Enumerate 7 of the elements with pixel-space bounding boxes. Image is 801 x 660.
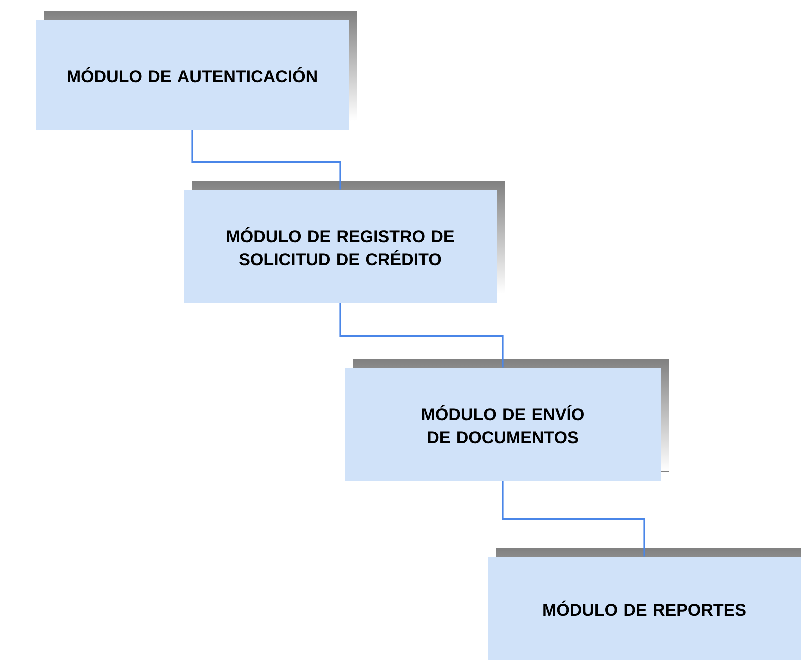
module-box: MÓDULO DE REPORTES	[488, 548, 801, 660]
connector-line	[192, 130, 342, 190]
module-box: MÓDULO DE ENVÍO DE DOCUMENTOS	[345, 359, 669, 481]
connector-line	[340, 303, 504, 368]
module-box: MÓDULO DE REGISTRO DE SOLICITUD DE CRÉDITO	[184, 181, 505, 303]
module-box: MÓDULO DE AUTENTICACIÓN	[36, 11, 357, 130]
connector-line	[502, 481, 646, 557]
